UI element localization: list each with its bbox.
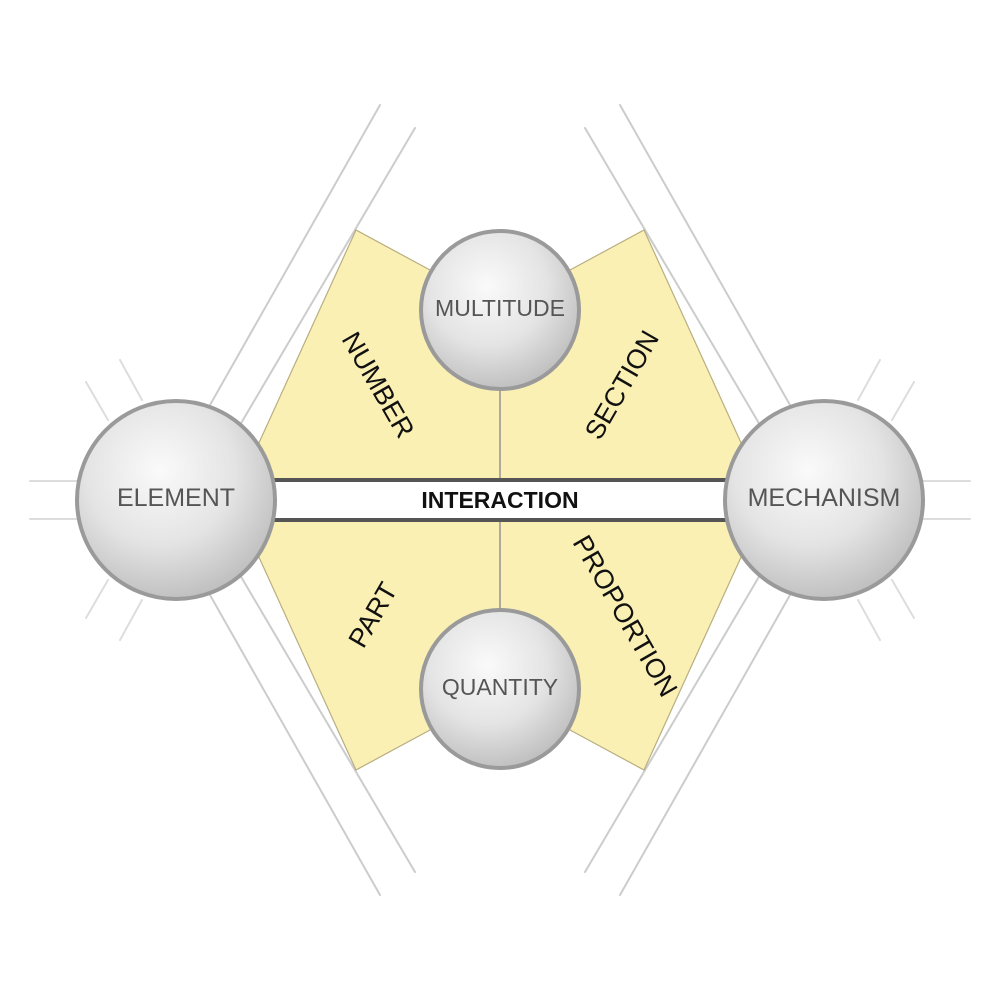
node-mechanism-label: MECHANISM: [748, 484, 901, 512]
node-quantity-sphere: [419, 608, 581, 770]
node-multitude-label: MULTITUDE: [435, 295, 565, 321]
guide-line: [857, 599, 881, 641]
node-multitude: MULTITUDE: [419, 229, 581, 391]
guide-line: [891, 381, 915, 421]
node-element-sphere: [75, 399, 277, 601]
guide-line: [619, 104, 791, 406]
guide-line: [584, 127, 761, 426]
guide-line: [239, 127, 416, 426]
guide-line: [891, 579, 915, 619]
interaction-label: INTERACTION: [421, 487, 578, 513]
node-multitude-sphere: [419, 229, 581, 391]
node-element: ELEMENT: [75, 399, 277, 601]
node-quantity: QUANTITY: [419, 608, 581, 770]
guide-line: [619, 594, 791, 896]
guide-line: [209, 104, 381, 406]
guide-lines: [29, 104, 971, 896]
guide-line: [584, 574, 761, 873]
guide-line: [209, 594, 381, 896]
guide-line: [85, 579, 109, 619]
node-element-label: ELEMENT: [117, 484, 235, 512]
node-quantity-label: QUANTITY: [442, 674, 558, 700]
guide-line: [857, 359, 881, 401]
guide-line: [119, 359, 143, 401]
guide-line: [85, 381, 109, 421]
node-mechanism: MECHANISM: [723, 399, 925, 601]
guide-line: [119, 599, 143, 641]
guide-line: [239, 574, 416, 873]
node-mechanism-sphere: [723, 399, 925, 601]
